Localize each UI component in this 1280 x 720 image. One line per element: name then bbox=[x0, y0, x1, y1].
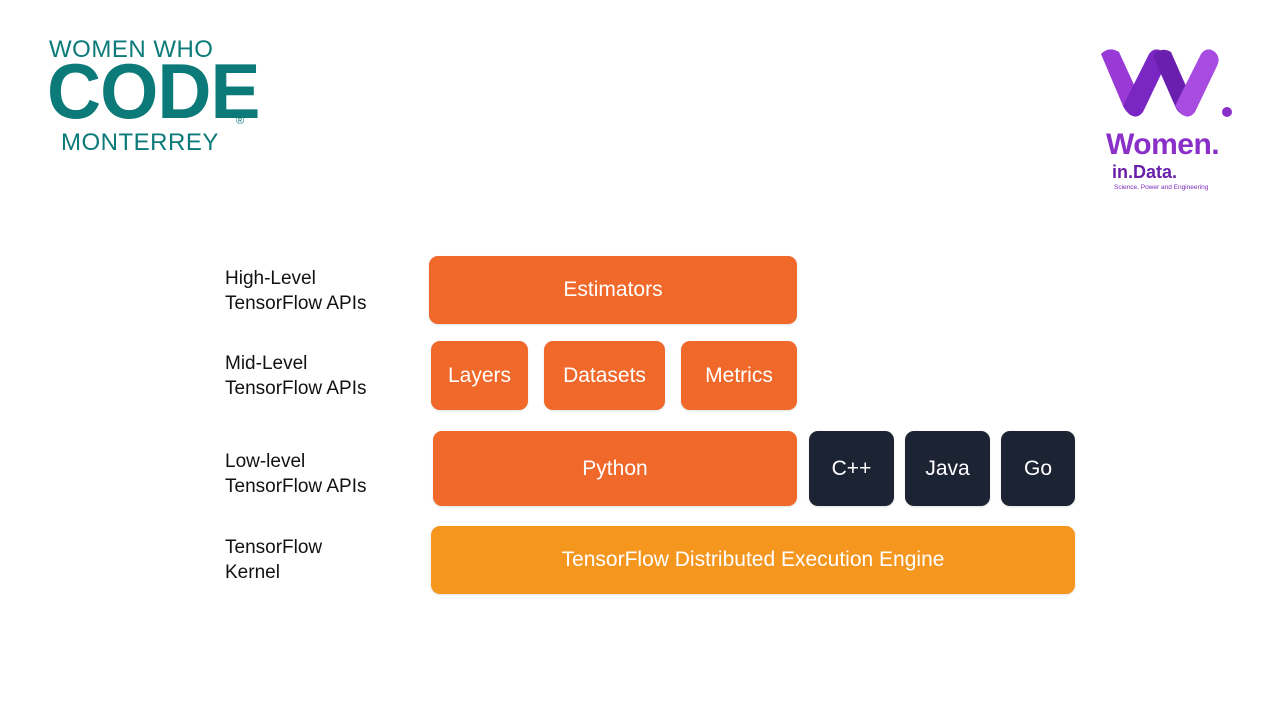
box-java: Java bbox=[905, 431, 990, 506]
logo-line-1: WOMEN WHO bbox=[49, 36, 214, 63]
box-execution-engine: TensorFlow Distributed Execution Engine bbox=[431, 526, 1075, 594]
box-datasets: Datasets bbox=[544, 341, 665, 410]
box-python: Python bbox=[433, 431, 797, 506]
w-mark-icon bbox=[1101, 49, 1232, 117]
box-metrics: Metrics bbox=[681, 341, 797, 410]
logo-line-3: MONTERREY bbox=[61, 129, 219, 156]
box-estimators: Estimators bbox=[429, 256, 797, 324]
box-go: Go bbox=[1001, 431, 1075, 506]
logo-subtitle: in.Data. bbox=[1112, 162, 1178, 182]
women-who-code-logo: WOMEN WHO CODE ® MONTERREY bbox=[47, 36, 260, 156]
box-cpp: C++ bbox=[809, 431, 894, 506]
logo-tagline: Science, Power and Engineering bbox=[1114, 184, 1209, 191]
women-in-data-logo: Women. in.Data. Science, Power and Engin… bbox=[1092, 40, 1242, 200]
logo-title: Women. bbox=[1106, 128, 1220, 161]
registered-mark: ® bbox=[236, 115, 245, 127]
box-layers: Layers bbox=[431, 341, 528, 410]
logo-line-2: CODE bbox=[47, 47, 260, 135]
